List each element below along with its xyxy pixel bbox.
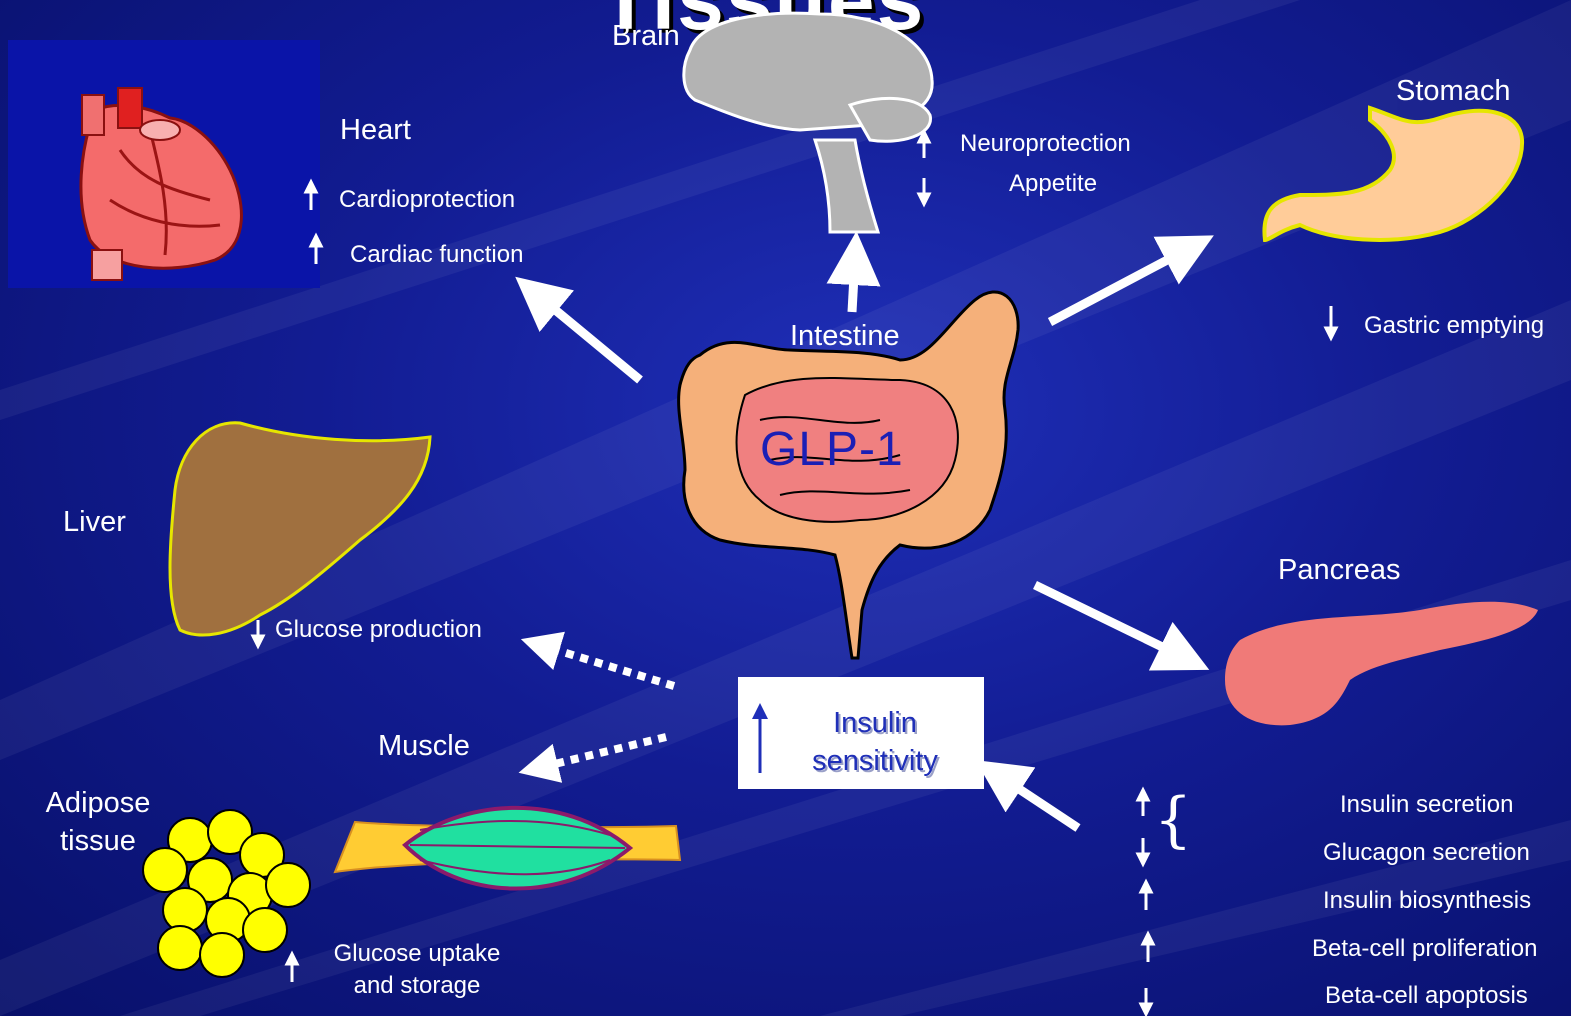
brain-illustration xyxy=(684,13,932,232)
glp1-label: GLP-1 xyxy=(760,422,904,477)
liver-effect-glucose-production: Glucose production xyxy=(275,616,482,644)
adipose-effect-line2: and storage xyxy=(320,972,514,1000)
brain-effect-appetite: Appetite xyxy=(1009,170,1097,198)
heart-effect-cardioprotection: Cardioprotection xyxy=(339,186,515,214)
adipose-effect-line1: Glucose uptake xyxy=(320,940,514,968)
pancreas-illustration xyxy=(1225,602,1538,726)
pancreas-effect-beta-cell-apoptosis: Beta-cell apoptosis xyxy=(1325,982,1528,1010)
intestine-label: Intestine xyxy=(790,320,900,353)
insulin-sensitivity-text: Insulin sensitivity xyxy=(805,704,945,780)
pancreas-label: Pancreas xyxy=(1278,554,1401,587)
adipose-label-line2: tissue xyxy=(40,825,156,858)
pancreas-effect-beta-cell-proliferation: Beta-cell proliferation xyxy=(1312,935,1537,963)
pancreas-effect-insulin-secretion: Insulin secretion xyxy=(1340,791,1513,819)
brain-effect-neuroprotection: Neuroprotection xyxy=(960,130,1131,158)
stomach-label: Stomach xyxy=(1396,75,1510,108)
pancreas-effect-glucagon-secretion: Glucagon secretion xyxy=(1323,839,1530,867)
brain-label: Brain xyxy=(612,20,680,53)
pancreas-bracket: { xyxy=(1154,790,1192,850)
adipose-illustration xyxy=(143,810,310,977)
adipose-label-line1: Adipose xyxy=(40,787,156,820)
insulin-line: Insulin xyxy=(805,704,945,742)
stomach-effect-gastric-emptying: Gastric emptying xyxy=(1364,312,1544,340)
pancreas-effect-insulin-biosynthesis: Insulin biosynthesis xyxy=(1323,887,1531,915)
muscle-illustration xyxy=(335,808,680,889)
heart-effect-cardiac-function: Cardiac function xyxy=(350,241,523,269)
liver-label: Liver xyxy=(63,506,126,539)
sensitivity-line: sensitivity xyxy=(805,742,945,780)
liver-illustration xyxy=(170,423,430,635)
stomach-illustration xyxy=(1264,108,1522,240)
muscle-label: Muscle xyxy=(378,730,470,763)
heart-illustration xyxy=(8,40,320,288)
dotted-arrows xyxy=(538,645,674,768)
heart-label: Heart xyxy=(340,114,411,147)
